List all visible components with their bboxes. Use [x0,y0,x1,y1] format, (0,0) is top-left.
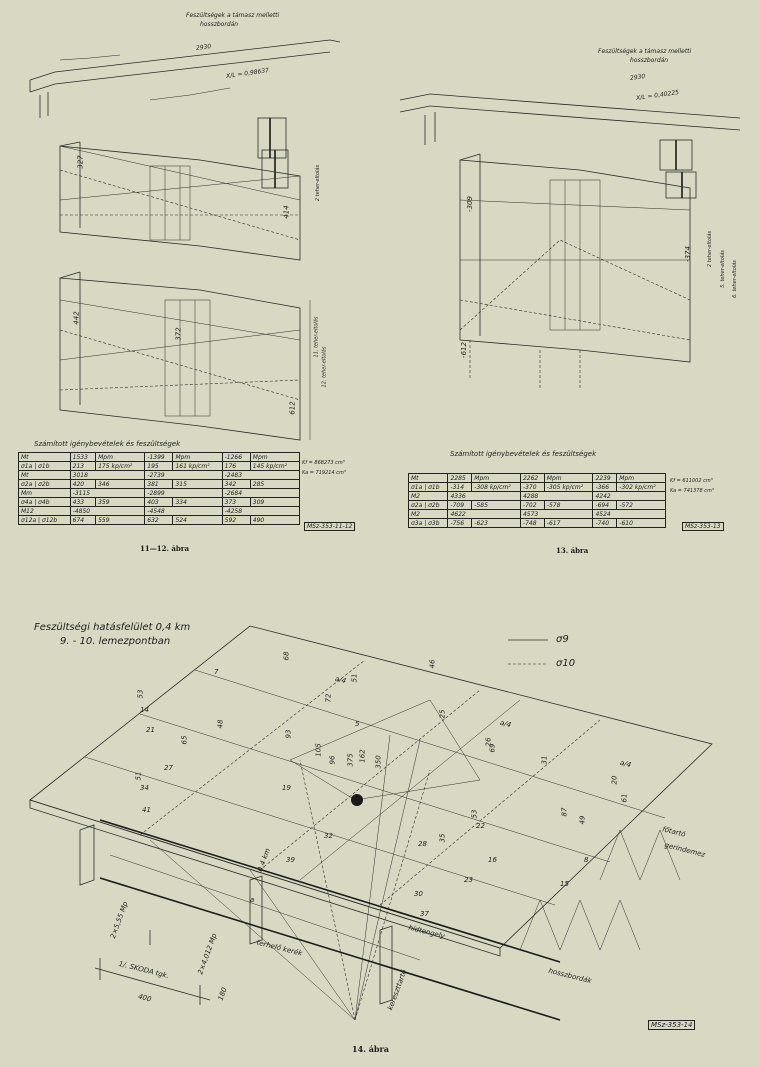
fig13-ref: MSz-353-13 [682,522,724,531]
fig14-caption: 14. ábra [352,1044,389,1054]
ordinate-value: 49 [578,815,587,825]
fig13-caption: 13. ábra [556,546,589,555]
fig13-k-value-1: Kf = 611002 cm³ [670,478,713,484]
ordinate-value: 87 [560,807,569,817]
point-label: 41 [142,806,151,814]
ordinate-value: 350 [374,755,383,769]
ordinate-value: 46 [428,659,437,669]
table-cell: 592 [221,515,251,525]
point-label: 27 [164,764,173,772]
point-label: 23 [464,876,473,884]
ordinate-value: 162 [358,749,367,763]
point-label: 8 [584,856,589,864]
legend-sigma9: σ9 [556,634,569,645]
ordinate-value: 53 [470,809,479,819]
label-span-a: a [250,896,255,904]
ordinate-value: 20 [610,775,619,785]
fig11-table-title: Számított igénybevételek és feszültségek [34,440,181,448]
fig14-title-line2: 9. - 10. lemezpontban [60,636,171,647]
ordinate-value: 72 [324,693,333,703]
fig11-table: Mt 1533 Mpm -1399 Mpm -1266 Mpm σ1a | σ1… [18,452,301,525]
ordinate-value: 51 [134,771,143,781]
point-label: 30 [414,890,423,898]
table-row: Mt 3018 -2739 -2483 [18,470,301,480]
point-label: 21 [146,726,155,734]
point-label: 15 [560,880,569,888]
point-label: 5 [355,720,360,728]
legend-sigma10: σ10 [556,658,576,669]
table-cell: -610 [616,518,666,528]
fig11-heading-line2: hosszbordán [200,21,239,28]
table-cell: 632 [144,515,174,525]
table-cell: 490 [249,515,301,525]
ordinate-value: 375 [346,753,355,767]
ordinate-value: 35 [438,833,447,843]
ordinate-value: 51 [350,673,359,683]
fig14-ref: MSz-353-14 [648,1020,696,1030]
point-label: 28 [418,840,427,848]
point-label: 19 [282,784,291,792]
point-label: 34 [140,784,149,792]
point-label: 37 [420,910,429,918]
point-label: 14 [140,706,149,714]
fig11-k-value-2: Ka = 719214 cm³ [302,470,346,476]
fig13-table-title: Számított igénybevételek és feszültségek [450,450,597,458]
point-label: 22 [476,822,485,830]
fig11-k-value-1: Kf = 868273 cm³ [302,460,345,466]
ordinate-value: 65 [180,735,189,745]
ordinate-value: 105 [314,743,323,757]
table-row: Mt 1533 Mpm -1399 Mpm -1266 Mpm [18,452,301,462]
fig13-heading-line2: hosszbordán [630,57,669,64]
fig13-k-value-2: Ka = 741378 cm³ [670,488,714,494]
ordinate-value: 93 [284,729,293,739]
table-cell: -748 [519,518,545,528]
point-label: 32 [324,832,333,840]
ordinate-value: 68 [282,651,291,661]
ordinate-value: 48 [216,719,225,729]
fig11-heading-line1: Feszültségek a támasz melletti [186,12,280,19]
table-cell: 674 [69,515,97,525]
table-cell: -756 [447,518,473,528]
ordinate-value: 69 [488,743,497,753]
fig13-table: Mt 2285 Mpm 2262 Mpm 2239 Mpm σ1a | σ1b … [407,473,666,528]
point-label: 7 [214,668,219,676]
ordinate-value: 25 [438,709,447,719]
fig13-heading-line1: Feszültségek a támasz melletti [598,48,692,55]
ordinate-value: 31 [540,755,549,765]
point-label: 39 [286,856,295,864]
ordinate-value: 96 [328,755,337,765]
point-label: 16 [488,856,497,864]
fig11-caption: 11—12. ábra [140,544,190,553]
ordinate-value: 53 [136,689,145,699]
ordinate-value: 61 [620,793,629,803]
table-row: σ3a | σ3b -756 -623 -748 -617 -740 -610 [407,518,666,528]
fig14-title-line1: Feszültségi hatásfelület 0,4 km [34,622,191,633]
table-row: σ12a | σ12b 674 559 632 524 592 490 [18,515,301,525]
fig11-ref: MSz-353-11-12 [304,522,356,531]
table-cell: σ3a | σ3b [407,518,449,528]
